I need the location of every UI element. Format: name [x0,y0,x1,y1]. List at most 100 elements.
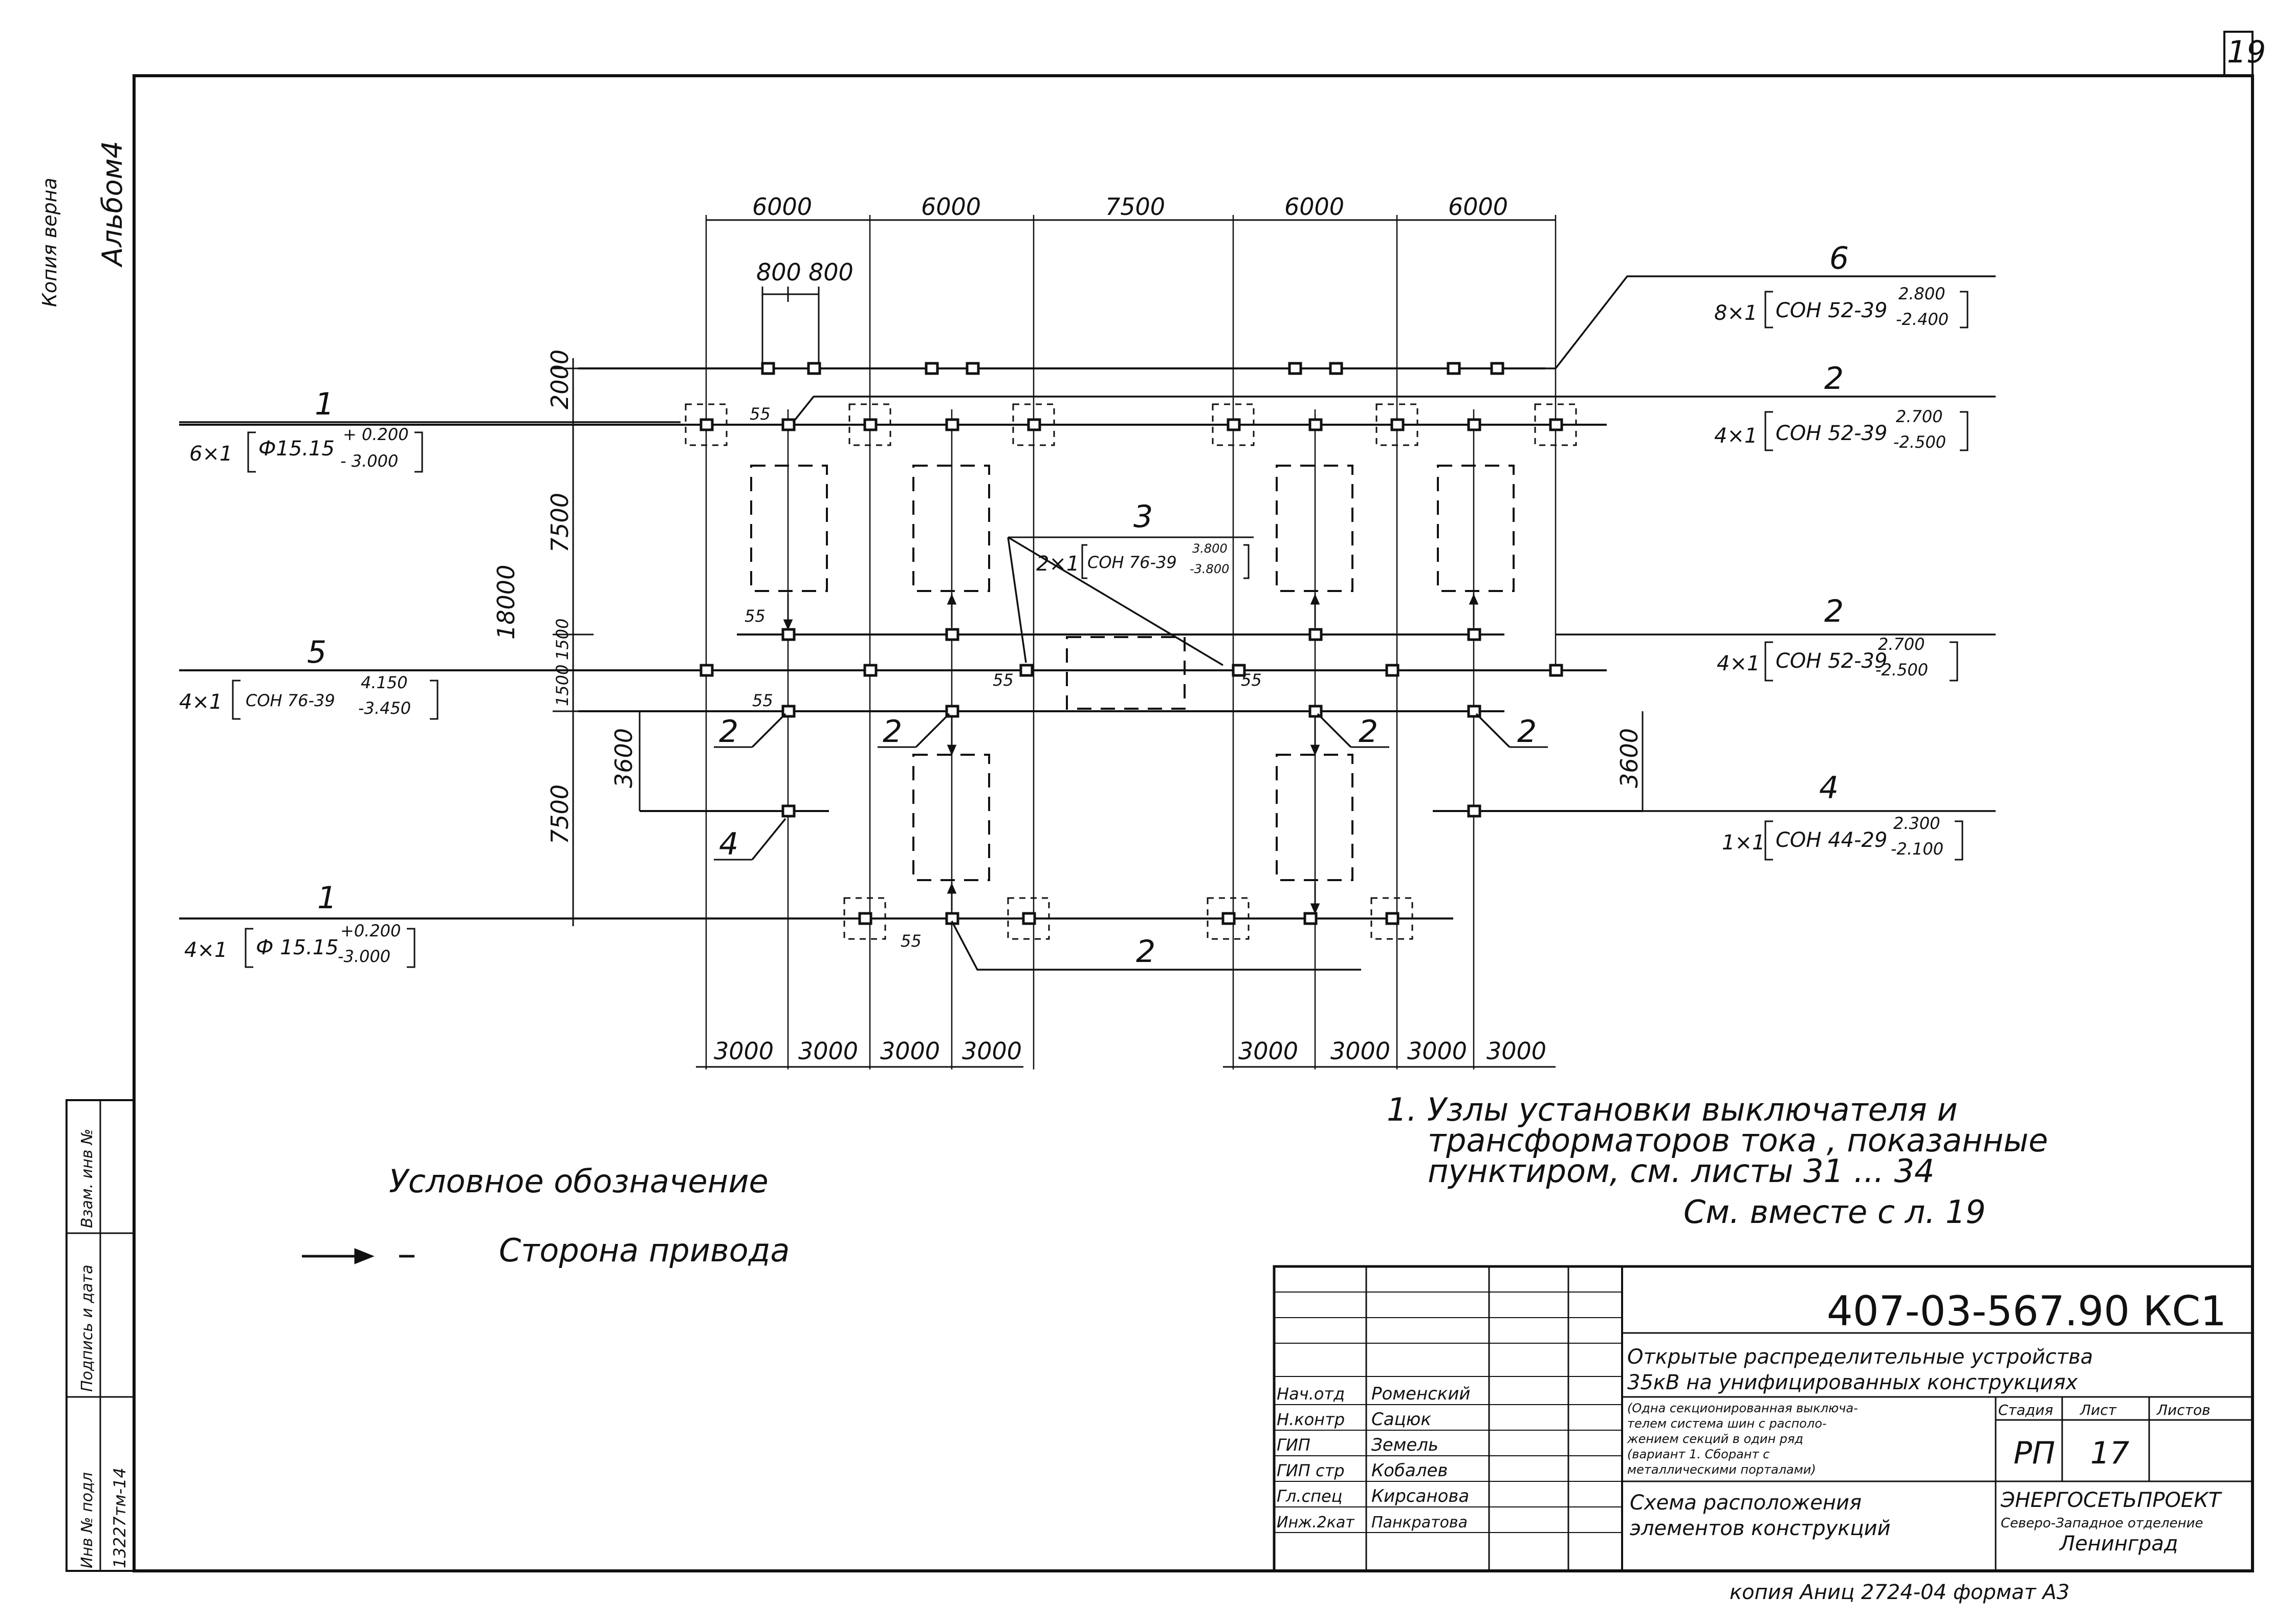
doc-code: 407-03-567.90 КС1 [1827,1287,2226,1335]
dim-55-c: 55 [993,670,1014,690]
sheet-frame [65,31,2254,1572]
note-line-2: трансформаторов тока , показанные [1428,1122,2048,1159]
callout-4-num: 4 [1819,770,1839,806]
callout-1a-qty: 6×1 [189,442,232,466]
dim-v-2000: 2000 [546,349,574,409]
list-header: Лист [2080,1402,2117,1418]
mark-underlines [714,746,1548,861]
role-3: ГИП [1277,1435,1310,1455]
callout-6-qty: 8×1 [1714,301,1757,325]
lists-header: Листов [2156,1402,2211,1418]
dim-bl-2: 3000 [798,1037,858,1065]
sheet-title-2: элементов конструкций [1630,1517,1891,1540]
role-5: Гл.спец [1277,1486,1342,1506]
dim-top-2: 6000 [921,193,981,221]
dim-bl-1: 3000 [714,1037,774,1065]
dim-br-1: 3000 [1238,1037,1298,1065]
callout-6-code: СОН 52-39 [1776,299,1887,322]
mark-2-d: 2 [1517,714,1537,750]
dim-v-1500b: 1500 [553,665,572,706]
dim-55-f: 55 [901,931,922,951]
callout-2b-num: 2 [1824,594,1844,629]
callout-4-code: СОН 44-29 [1776,828,1887,852]
mark-2-b: 2 [883,714,902,750]
dim-small-1: 800 [756,258,801,286]
callout-4-bottom: -2.100 [1891,839,1943,859]
side-inv: Инв № подл [78,1472,96,1568]
subtitle-line-4: (вариант 1. Сборант с [1627,1447,1769,1461]
side-sign: Подпись и дата [78,1265,96,1392]
callout-1b-bottom: -3.000 [338,947,390,966]
dim-bl-3: 3000 [880,1037,940,1065]
dim-top-1: 6000 [752,193,812,221]
callout-5-top: 4.150 [361,673,408,692]
subtitle-line-1: (Одна секционированная выключа- [1627,1401,1858,1415]
dim-55-a: 55 [750,404,771,424]
stage-header: Стадия [1998,1402,2053,1418]
org-line-1: ЭНЕРГОСЕТЬПРОЕКТ [2000,1489,2223,1512]
side-inv-value: 13227тм-14 [110,1468,129,1568]
leader-lines [179,275,1996,971]
stage-value: РП [2014,1435,2055,1471]
callout-5-qty: 4×1 [179,690,222,714]
bus-lines [179,367,1643,920]
callout-1a-num: 1 [315,386,334,422]
callout-2a-top: 2.700 [1896,407,1943,426]
callout-5-bottom: -3.450 [358,698,411,718]
callout-1a-bottom: - 3.000 [340,451,398,471]
name-4: Кобалев [1371,1460,1448,1481]
callout-2a-num: 2 [1824,361,1844,397]
title-block [1273,1265,2254,1572]
dim-top-3: 7500 [1105,193,1165,221]
list-value: 17 [2090,1435,2129,1471]
top-dimension-chain [706,219,1556,368]
role-6: Инж.2кат [1277,1514,1355,1532]
callout-5-num: 5 [307,635,326,670]
callout-1b-code: Ф 15.15 [256,936,339,959]
callout-2a-code: СОН 52-39 [1776,422,1887,445]
support-nodes [699,362,1563,925]
mark-2-a: 2 [719,714,738,750]
sheet-number: 19 [2227,34,2266,70]
callout-4-qty: 1×1 [1722,831,1765,855]
name-2: Сацюк [1371,1409,1431,1430]
callout-6-bottom: -2.400 [1896,310,1949,329]
name-5: Кирсанова [1371,1486,1469,1506]
callout-1a-top: + 0.200 [343,425,409,444]
dim-bl-4: 3000 [962,1037,1022,1065]
callout-2b-bottom: -2.500 [1875,660,1928,680]
callout-3-code: СОН 76-39 [1087,553,1177,572]
dim-top-5: 6000 [1448,193,1508,221]
callout-3-bottom: -3.800 [1190,562,1229,576]
dim-v-7500a: 7500 [546,493,574,553]
format-note: копия Аниц 2724-04 формат А3 [1730,1581,2069,1604]
callout-3-num: 3 [1133,499,1153,535]
dim-small-2: 800 [808,258,854,286]
callout-2a-bottom: -2.500 [1893,432,1946,452]
left-dimension-chain [553,358,1644,926]
mark-4: 4 [719,826,738,862]
callout-4-top: 2.300 [1893,814,1940,833]
callout-6-num: 6 [1829,240,1849,276]
dim-55-b: 55 [745,606,766,626]
callout-2b-code: СОН 52-39 [1776,649,1887,673]
project-line-2: 35кВ на унифицированных конструкциях [1627,1371,2078,1394]
side-vzam: Взам. инв № [78,1129,96,1228]
dim-br-3: 3000 [1407,1037,1467,1065]
sheet-title-1: Схема расположения [1630,1491,1862,1515]
callout-5-code: СОН 76-39 [246,691,335,710]
name-1: Роменский [1371,1384,1471,1404]
note-line-1: 1. Узлы установки выключателя и [1387,1091,1958,1128]
callout-3-top: 3.800 [1192,541,1228,556]
extension-lines [705,215,1557,1069]
callout-2b-top: 2.700 [1878,635,1925,654]
dim-top-4: 6000 [1284,193,1344,221]
mark-2-c: 2 [1359,714,1378,750]
album-label: Альбом4 [96,141,128,268]
callout-1a-code: Ф15.15 [258,437,335,461]
role-2: Н.контр [1277,1410,1345,1429]
copy-stamp: Копия верна [38,178,61,307]
dim-v-3600-right: 3600 [1615,728,1643,788]
mark-2-bottom: 2 [1136,934,1155,970]
